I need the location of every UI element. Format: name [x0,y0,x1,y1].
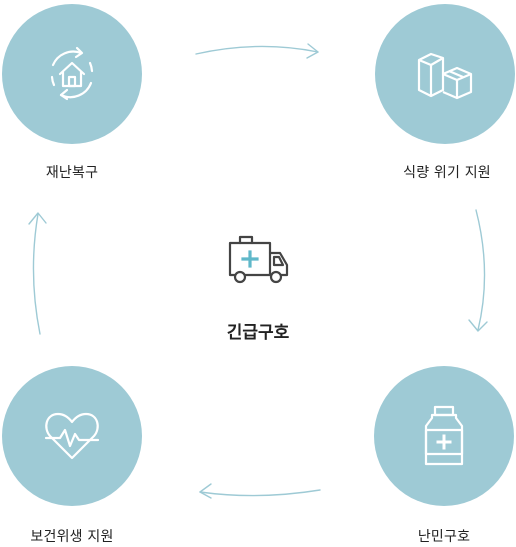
arrow-bottom [199,489,321,497]
arrow-top-head [306,43,319,59]
arrow-right-head [468,319,488,332]
ambulance-icon [228,235,289,284]
node-health-hygiene [2,366,142,506]
house-recovery-icon [50,46,94,101]
node-food-crisis [375,4,515,144]
arrow-top [195,45,319,55]
node-label-disaster-recovery: 재난복구 [45,165,99,181]
arrow-left [32,213,41,335]
arrow-bottom-head [199,483,212,499]
node-label-food-crisis: 식량 위기 지원 [403,165,491,181]
heartbeat-icon [44,412,100,460]
arrow-right [475,209,486,331]
node-label-refugee-relief: 난민구호 [417,529,471,545]
medicine-bottle-icon [424,405,464,466]
node-refugee-relief [374,366,514,506]
arrow-left-head [28,212,47,225]
node-label-health-hygiene: 보건위생 지원 [30,529,114,545]
boxes-icon [417,52,473,100]
center-title: 긴급구호 [226,323,290,343]
node-disaster-recovery [2,4,142,144]
